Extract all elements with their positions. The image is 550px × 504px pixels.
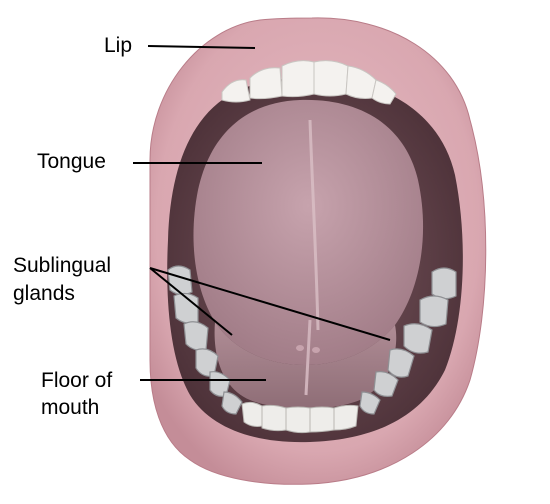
sublingual-caruncle-right	[312, 347, 320, 353]
leader-line-sublingual-right	[149, 267, 391, 341]
upper-teeth	[221, 60, 397, 105]
lingual-frenulum	[304, 319, 312, 396]
lower-front-teeth	[241, 401, 359, 434]
lower-teeth-right	[359, 267, 457, 415]
leader-line-lip	[147, 45, 256, 49]
label-sublingual-line2: glands	[13, 282, 75, 305]
sublingual-caruncle-left	[296, 345, 304, 351]
label-floor-line1: Floor of	[41, 369, 113, 392]
tongue-median-groove	[308, 119, 320, 331]
leader-lines	[133, 45, 391, 381]
leader-line-sublingual-left	[149, 267, 233, 336]
label-floor-line2: mouth	[41, 396, 100, 419]
label-sublingual-line1: Sublingual	[13, 254, 112, 277]
floor-of-mouth	[214, 322, 397, 409]
label-tongue: Tongue	[37, 150, 106, 173]
lower-teeth-left	[167, 265, 243, 415]
label-lip: Lip	[104, 34, 133, 57]
